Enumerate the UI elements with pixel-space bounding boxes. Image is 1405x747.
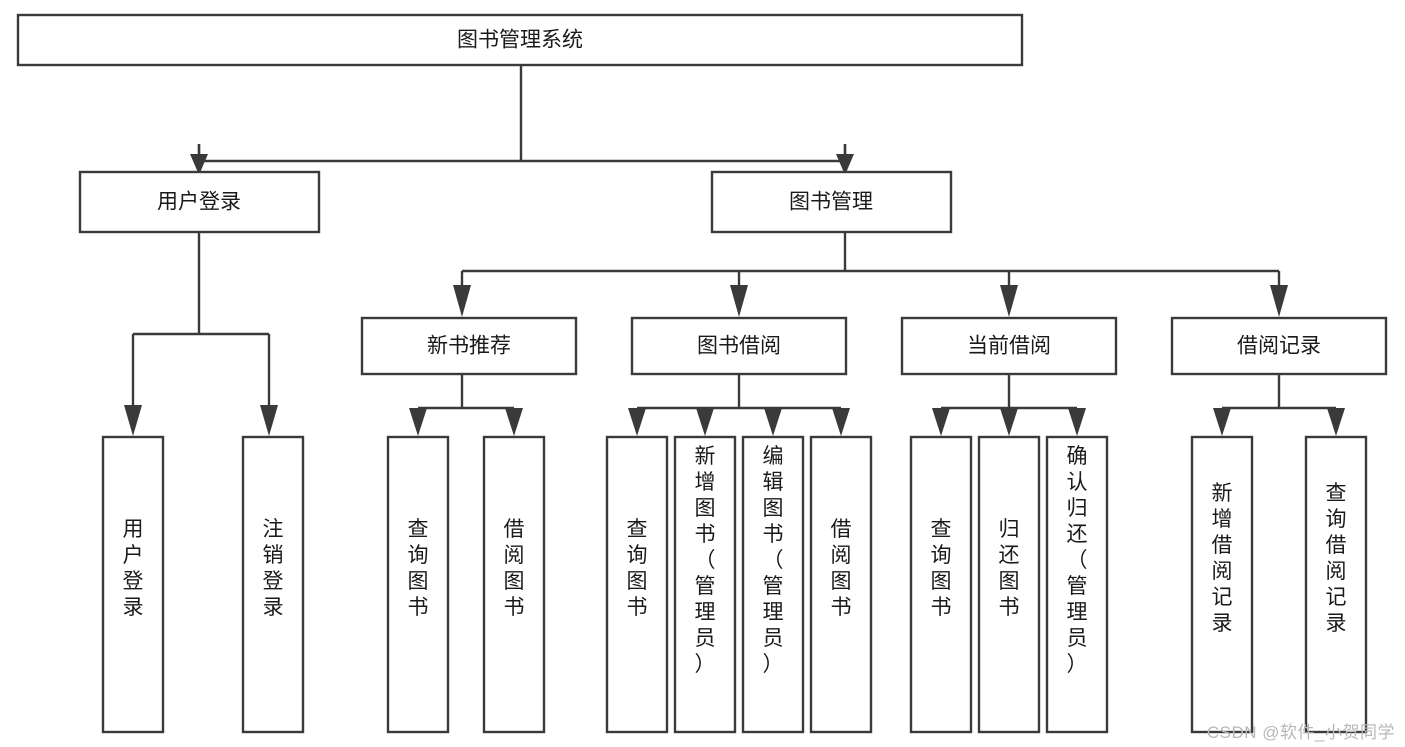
leaf-return-book[interactable]: 归还图书 [977, 435, 1041, 734]
arrowhead-leaf-query-book-1 [409, 408, 427, 436]
arrowhead-leaf-confirm-return-admin [1068, 408, 1086, 436]
leaf-query-book-2-box[interactable] [605, 435, 669, 734]
leaf-query-book-3-box[interactable] [909, 435, 973, 734]
node-root-system[interactable]: 图书管理系统 [16, 13, 1024, 67]
arrowhead-leaf-query-book-3 [932, 408, 950, 436]
connector-layer [124, 65, 1345, 436]
leaf-logout-label: 注销登录 [263, 518, 284, 619]
leaf-query-book-2-label: 查询图书 [627, 518, 648, 619]
leaf-query-book-1[interactable]: 查询图书 [386, 435, 450, 734]
leaf-user-login-box[interactable] [101, 435, 165, 734]
leaf-borrow-book-1[interactable]: 借阅图书 [482, 435, 546, 734]
leaf-query-book-2[interactable]: 查询图书 [605, 435, 669, 734]
leaf-confirm-return-admin-label: 确认归还（管理员） [1067, 445, 1088, 676]
leaf-borrow-book-2-label: 借阅图书 [831, 518, 852, 619]
leaf-add-book-admin[interactable]: 新增图书（管理员） [673, 435, 737, 734]
arrowhead-leaf-return-book [1000, 408, 1018, 436]
arrowhead-leaf-logout [260, 405, 278, 436]
leaf-query-book-1-label: 查询图书 [408, 518, 429, 619]
leaf-add-book-admin-box[interactable] [673, 435, 737, 734]
node-borrow-record-label: 借阅记录 [1237, 335, 1321, 358]
node-book-management-box[interactable] [710, 170, 953, 234]
leaf-query-book-1-box[interactable] [386, 435, 450, 734]
node-user-login-box[interactable] [78, 170, 321, 234]
leaf-query-borrow-record-label: 查询借阅记录 [1326, 482, 1347, 635]
leaf-return-book-label: 归还图书 [999, 518, 1020, 619]
arrowhead-leaf-query-borrow-record [1327, 408, 1345, 436]
leaf-confirm-return-admin[interactable]: 确认归还（管理员） [1045, 435, 1109, 734]
node-book-management-label: 图书管理 [789, 191, 873, 214]
leaf-confirm-return-admin-box[interactable] [1045, 435, 1109, 734]
arrowhead-book-mgmt [836, 154, 854, 175]
leaf-borrow-book-2-box[interactable] [809, 435, 873, 734]
csdn-watermark: CSDN @软件_小贺同学 [1206, 723, 1395, 742]
arrowhead-leaf-borrow-book-1 [505, 408, 523, 436]
leaf-edit-book-admin-label: 编辑图书（管理员） [763, 445, 784, 676]
node-current-borrow[interactable]: 当前借阅 [900, 316, 1118, 376]
node-root-system-box[interactable] [16, 13, 1024, 67]
node-book-borrow[interactable]: 图书借阅 [630, 316, 848, 376]
node-root-system-label: 图书管理系统 [457, 29, 583, 52]
leaf-borrow-book-1-label: 借阅图书 [504, 518, 525, 619]
node-new-book-recommend[interactable]: 新书推荐 [360, 316, 578, 376]
node-user-login-label: 用户登录 [157, 191, 241, 214]
node-user-login[interactable]: 用户登录 [78, 170, 321, 234]
arrowhead-leaf-query-book-2 [628, 408, 646, 436]
node-current-borrow-box[interactable] [900, 316, 1118, 376]
leaf-logout[interactable]: 注销登录 [241, 435, 305, 734]
leaf-borrow-book-2[interactable]: 借阅图书 [809, 435, 873, 734]
node-book-management[interactable]: 图书管理 [710, 170, 953, 234]
leaf-edit-book-admin-box[interactable] [741, 435, 805, 734]
leaf-query-book-3-label: 查询图书 [931, 518, 952, 619]
arrowhead-leaf-add-book-admin [696, 408, 714, 436]
arrowhead-current-borrow [1000, 285, 1018, 317]
arrowhead-user-login [190, 154, 208, 175]
arrowhead-leaf-edit-book-admin [764, 408, 782, 436]
leaf-user-login-label: 用户登录 [123, 518, 144, 619]
leaf-add-book-admin-label: 新增图书（管理员） [695, 445, 716, 676]
arrowhead-leaf-add-borrow-record [1213, 408, 1231, 436]
node-borrow-record[interactable]: 借阅记录 [1170, 316, 1388, 376]
leaf-query-book-3[interactable]: 查询图书 [909, 435, 973, 734]
leaf-query-borrow-record[interactable]: 查询借阅记录 [1304, 435, 1368, 734]
leaf-borrow-book-1-box[interactable] [482, 435, 546, 734]
arrowhead-borrow-record [1270, 285, 1288, 317]
leaf-add-borrow-record-box[interactable] [1190, 435, 1254, 734]
node-current-borrow-label: 当前借阅 [967, 335, 1051, 358]
leaf-return-book-box[interactable] [977, 435, 1041, 734]
leaf-user-login[interactable]: 用户登录 [101, 435, 165, 734]
arrowhead-book-borrow [730, 285, 748, 317]
node-new-book-recommend-label: 新书推荐 [427, 335, 511, 358]
leaf-add-borrow-record-label: 新增借阅记录 [1212, 482, 1233, 635]
node-book-borrow-label: 图书借阅 [697, 335, 781, 358]
node-borrow-record-box[interactable] [1170, 316, 1388, 376]
arrowhead-new-book-recommend [453, 285, 471, 317]
node-book-borrow-box[interactable] [630, 316, 848, 376]
leaf-add-borrow-record[interactable]: 新增借阅记录 [1190, 435, 1254, 734]
arrowhead-leaf-user-login [124, 405, 142, 436]
leaf-logout-box[interactable] [241, 435, 305, 734]
leaf-edit-book-admin[interactable]: 编辑图书（管理员） [741, 435, 805, 734]
leaf-query-borrow-record-box[interactable] [1304, 435, 1368, 734]
arrowhead-leaf-borrow-book-2 [832, 408, 850, 436]
node-new-book-recommend-box[interactable] [360, 316, 578, 376]
